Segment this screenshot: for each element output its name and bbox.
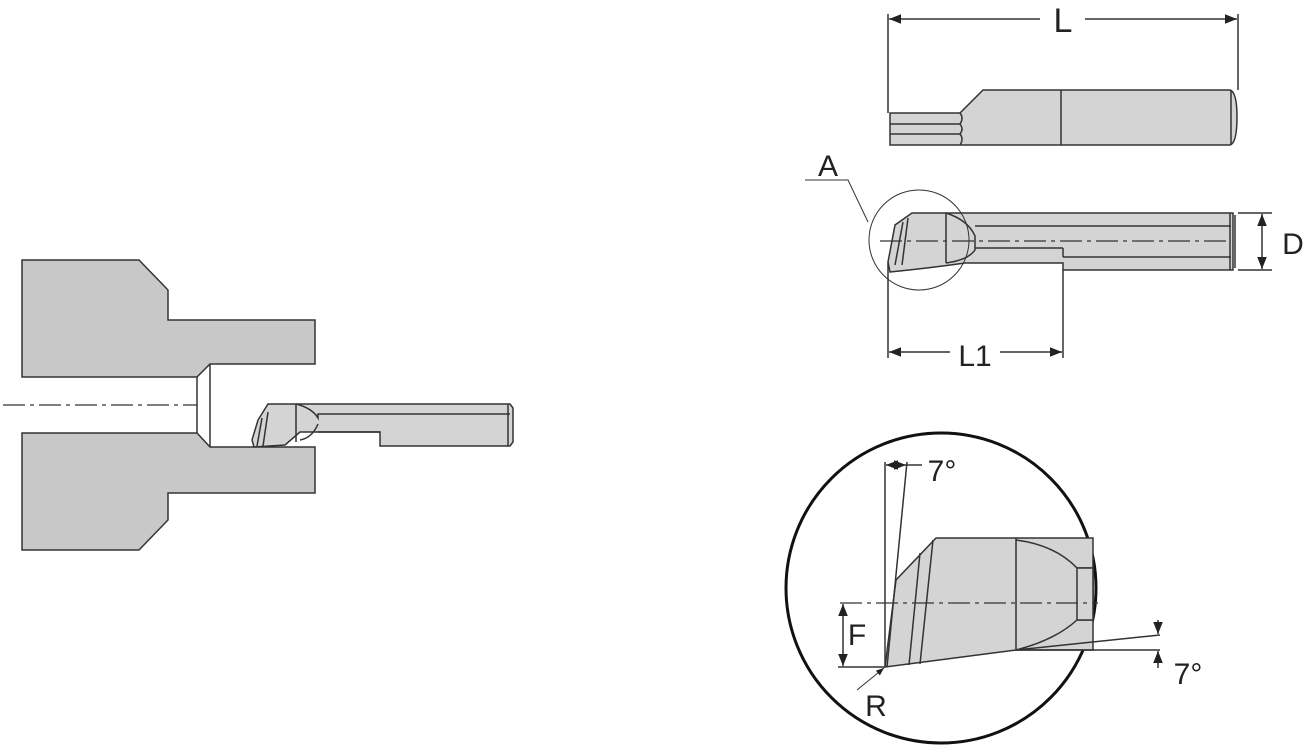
top-angle-label: 7° (928, 455, 957, 488)
detail-A-label: A (818, 150, 838, 183)
tool-top-view: A D L1 (805, 150, 1304, 373)
workpiece-upper (21, 259, 316, 378)
tool-side-view: L (887, 2, 1239, 146)
detail-A-circle (868, 189, 970, 291)
offset-F-label: F (848, 619, 866, 652)
radius-R-label: R (865, 690, 887, 723)
workpiece-section (3, 259, 316, 551)
bottom-angle-label: 7° (1174, 658, 1203, 691)
dimension-L1-label: L1 (958, 340, 991, 373)
workpiece-lower (21, 432, 316, 551)
dimension-L-label: L (1054, 2, 1073, 40)
dimension-D-label: D (1282, 228, 1304, 261)
tool-in-bore (251, 403, 514, 448)
detail-A-view: 7° F R 7° (784, 431, 1203, 745)
detail-border-circle (784, 431, 1098, 745)
